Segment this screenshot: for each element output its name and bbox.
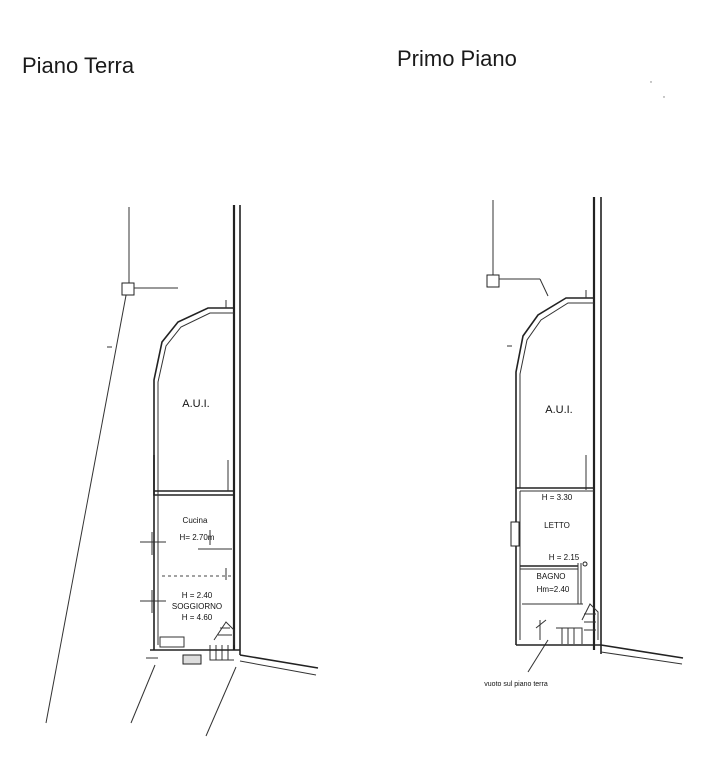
ground-boundary-diagonal <box>45 289 128 724</box>
first-bath-name: BAGNO <box>537 572 566 581</box>
first-floor-title: Primo Piano <box>397 46 517 71</box>
first-floor-plan: A.U.I. H = 3.30 LETTO H = 2.15 BAGNO Hm=… <box>484 197 684 688</box>
scan-speck <box>663 96 665 98</box>
first-street-line-1 <box>600 644 684 659</box>
ground-street-line-2 <box>130 664 156 724</box>
ground-living-height-high: H = 4.60 <box>182 613 213 622</box>
ground-street-line-1 <box>239 654 319 669</box>
ground-street-line-3 <box>205 666 237 737</box>
first-void-note: vuoto sul piano terra <box>484 681 548 688</box>
ground-floor-title: Piano Terra <box>22 53 135 78</box>
first-bedroom-height-bottom: H = 2.15 <box>549 553 580 562</box>
first-stair <box>556 603 599 644</box>
scan-speck <box>650 81 652 83</box>
ground-fixture <box>159 636 185 648</box>
first-bath-height: Hm=2.40 <box>537 585 570 594</box>
first-window-mark <box>510 521 520 547</box>
ground-pillar <box>121 282 135 296</box>
ground-kitchen-height: H= 2.70m <box>180 533 215 542</box>
ground-living-name: SOGGIORNO <box>172 602 222 611</box>
ground-kitchen-name: Cucina <box>183 516 208 525</box>
first-bedroom-name: LETTO <box>544 521 570 530</box>
first-aui-room-outline <box>515 297 594 488</box>
first-bedroom-height-top: H = 3.30 <box>542 493 573 502</box>
ground-stair <box>209 621 235 661</box>
ground-floor-plan: A.U.I. Cucina H= 2.70m H = 2.40 SOGGIORN… <box>45 205 319 737</box>
first-pillar <box>486 274 500 288</box>
ground-living-height-low: H = 2.40 <box>182 591 213 600</box>
ground-aui-label: A.U.I. <box>182 398 210 410</box>
ground-entrance-mark <box>182 654 202 665</box>
first-aui-label: A.U.I. <box>545 404 573 416</box>
